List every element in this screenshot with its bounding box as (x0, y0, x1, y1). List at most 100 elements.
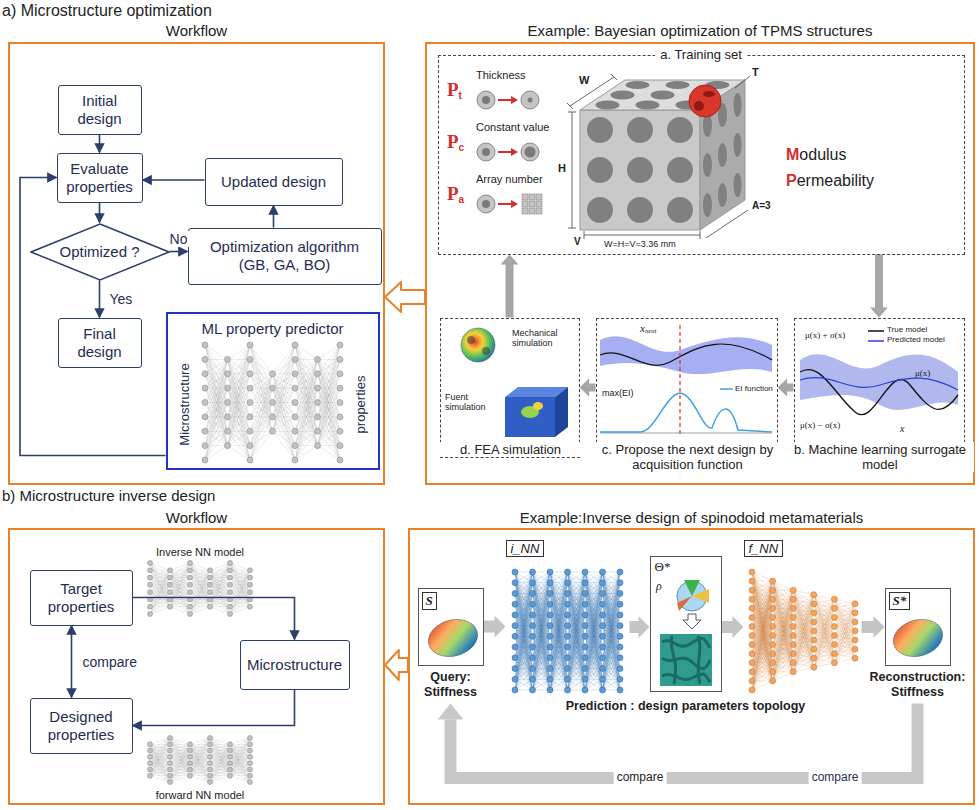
network-drawing (585, 572, 603, 669)
network-drawing (210, 757, 230, 782)
network-drawing (210, 607, 230, 614)
network-drawing (228, 388, 251, 446)
network-drawing (190, 570, 210, 571)
network-drawing (512, 612, 518, 618)
network-drawing (188, 604, 193, 609)
network-drawing (210, 738, 230, 776)
network-drawing (295, 345, 318, 388)
network-drawing (248, 568, 253, 573)
network-drawing (292, 342, 298, 348)
network-drawing (188, 767, 193, 772)
network-drawing (530, 569, 536, 575)
network-drawing (273, 417, 296, 460)
parameter-icons (511, 200, 518, 208)
network-drawing (318, 374, 341, 460)
network-drawing (603, 572, 621, 669)
network-drawing (228, 431, 251, 460)
network-drawing (170, 751, 190, 782)
network-drawing (318, 431, 341, 445)
network-drawing (568, 593, 586, 690)
network-drawing (273, 417, 296, 431)
network-drawing (565, 569, 571, 575)
network-drawing (188, 582, 193, 587)
tpms-cube (596, 101, 620, 110)
network-drawing (210, 578, 230, 607)
network-drawing (170, 592, 190, 614)
network-drawing (150, 563, 170, 599)
network-drawing (315, 385, 321, 391)
network-drawing (210, 578, 230, 614)
network-drawing (225, 371, 231, 377)
network-drawing (582, 612, 588, 618)
network-drawing (250, 345, 273, 388)
network-drawing (150, 744, 170, 775)
tpms-cube (611, 91, 635, 100)
network-drawing (230, 769, 250, 775)
network-drawing (318, 446, 341, 460)
network-drawing (205, 417, 228, 460)
network-drawing (148, 761, 153, 766)
network-drawing (148, 748, 153, 753)
network-drawing (150, 738, 170, 763)
tpms-cube (627, 157, 653, 183)
network-drawing (228, 345, 251, 403)
network-drawing (273, 345, 296, 431)
network-drawing (205, 359, 228, 417)
network-drawing (600, 676, 606, 682)
network-drawing (585, 636, 603, 690)
network-drawing (202, 342, 208, 348)
network-drawing (603, 593, 621, 690)
network-drawing (617, 601, 623, 607)
network-drawing (568, 572, 586, 669)
network-drawing (150, 751, 170, 782)
network-drawing (190, 578, 210, 614)
acquisition-plot (720, 388, 733, 390)
parameter-icons (477, 91, 495, 109)
network-drawing (273, 388, 296, 431)
acquisition-plot (600, 393, 772, 432)
network-drawing (228, 446, 251, 460)
network-drawing (210, 606, 230, 607)
network-drawing (148, 582, 153, 587)
network-drawing (208, 604, 213, 609)
network-drawing (202, 356, 208, 362)
network-drawing (295, 359, 318, 402)
network-drawing (150, 751, 170, 776)
tpms-cube (580, 80, 745, 230)
network-drawing (190, 563, 210, 599)
network-drawing (188, 773, 193, 778)
network-drawing (190, 757, 210, 776)
network-drawing (582, 633, 588, 639)
network-drawing (150, 585, 170, 614)
network-drawing (225, 356, 231, 362)
network-drawing (150, 757, 170, 782)
dimension-lines (735, 76, 750, 88)
network-drawing (250, 359, 273, 373)
network-drawing (202, 414, 208, 420)
network-drawing (188, 742, 193, 747)
network-drawing (318, 345, 341, 403)
network-drawing (547, 612, 553, 618)
network-drawing (600, 633, 606, 639)
network-drawing (230, 757, 250, 782)
network-drawing (250, 403, 273, 461)
network-drawing (273, 388, 296, 431)
network-drawing (512, 655, 518, 661)
network-drawing (315, 414, 321, 420)
network-drawing (530, 687, 536, 693)
fea-images (461, 328, 495, 362)
network-drawing (582, 666, 588, 672)
network-drawing (318, 417, 341, 446)
network-drawing (228, 345, 251, 431)
network-drawing (210, 744, 230, 782)
network-drawing (190, 769, 210, 775)
network-drawing (150, 592, 170, 614)
network-drawing (170, 570, 190, 606)
network-drawing (250, 374, 273, 417)
network-drawing (337, 414, 343, 420)
network-drawing (550, 572, 568, 669)
network-drawing (250, 359, 273, 402)
acquisition-plot (600, 336, 772, 374)
network-drawing (168, 604, 173, 609)
network-drawing (515, 572, 533, 690)
